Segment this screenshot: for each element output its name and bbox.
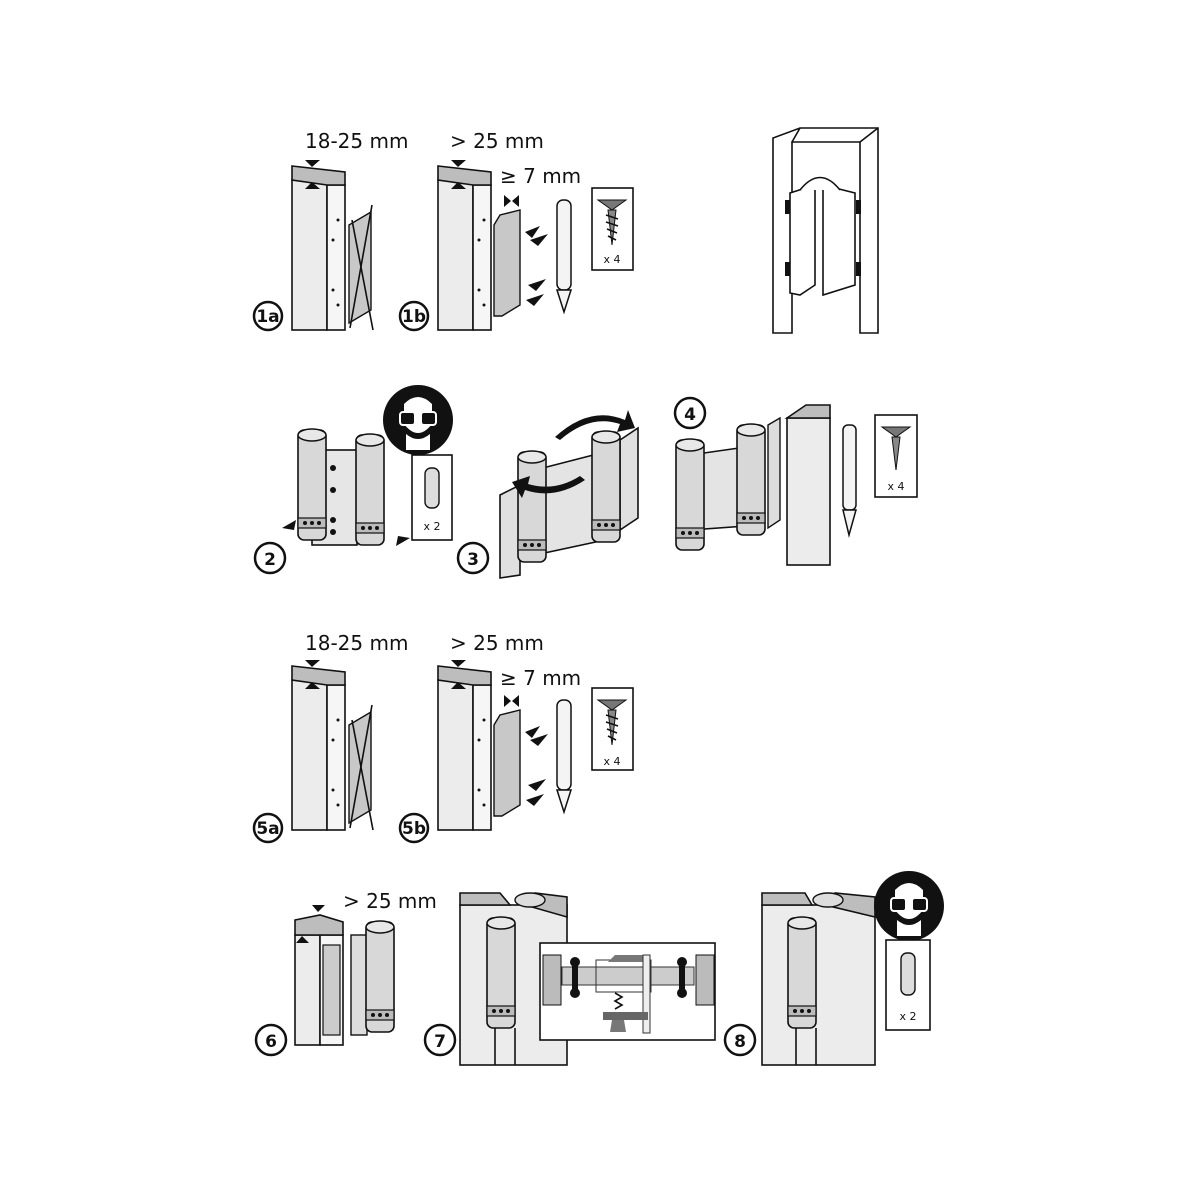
step-badge [254,1023,288,1057]
step-1a-panel: 18-25 mm 1a [252,129,408,332]
screwdriver-icon [842,424,857,511]
hinge-icon [297,428,327,541]
step-label: 4 [684,405,696,425]
screw-quantity: x 4 [603,253,620,266]
hinge-icon [517,450,547,563]
screw-quantity: x 4 [603,755,620,768]
step-6-panel: > 25 mm 6 [254,889,437,1057]
door-frame-overview [772,127,879,334]
pin-icon [900,952,916,996]
step-badge [723,1023,757,1057]
step-badge [673,396,707,430]
step-1b-panel: > 25 mm ≥ 7 mm x 4 1b [398,129,634,332]
hinge-icon [486,916,516,1029]
step-badge [398,812,430,844]
door-edge-crossed-spacer [291,159,374,331]
step-badge [456,541,490,575]
door-edge-crossed-spacer [291,659,374,831]
safety-goggles-icon [382,384,454,456]
hinge-icon [365,920,395,1033]
step-label: 5a [256,819,279,839]
screw-quantity: x 4 [887,480,904,493]
rotate-arrow-icon [512,476,585,498]
step-label: 1b [402,307,426,327]
spacer-dimension-label: ≥ 7 mm [500,164,581,188]
spacer-dimension-label: ≥ 7 mm [500,666,581,690]
dimension-label: 18-25 mm [305,129,408,153]
step-4-panel: x 4 4 [673,396,918,566]
step-badge [253,541,287,575]
hinge-icon [355,433,385,546]
pin-quantity: x 2 [423,520,440,533]
dimension-label: > 25 mm [450,631,544,655]
safety-goggles-icon [873,870,945,942]
step-2-panel: x 2 2 [253,384,454,575]
hinge-icon [787,916,817,1029]
dimension-label: > 25 mm [343,889,437,913]
screw-icon [880,426,912,438]
step-label: 3 [467,550,479,570]
step-5b-panel: > 25 mm ≥ 7 mm x 4 5b [398,631,634,844]
hinge-icon [675,438,705,551]
step-label: 7 [434,1032,446,1052]
rotate-arrow-icon [555,410,635,440]
step-badge [252,812,284,844]
step-label: 6 [265,1032,277,1052]
step-8-panel: x 2 8 [723,870,945,1066]
dimension-label: > 25 mm [450,129,544,153]
step-label: 2 [264,550,276,570]
pin-quantity: x 2 [899,1010,916,1023]
pin-icon [424,467,440,509]
step-label: 5b [402,819,426,839]
step-label: 1a [256,307,279,327]
hinge-icon [736,423,766,536]
dimension-label: 18-25 mm [305,631,408,655]
clamp-inset [539,942,716,1041]
step-badge [398,300,430,332]
step-7-panel: 7 [423,892,716,1066]
hinge-icon [591,430,621,543]
step-5a-panel: 18-25 mm 5a [252,631,408,844]
step-label: 8 [734,1032,746,1052]
step-3-panel: 3 [456,410,639,579]
step-badge [252,300,284,332]
step-badge [423,1023,457,1057]
